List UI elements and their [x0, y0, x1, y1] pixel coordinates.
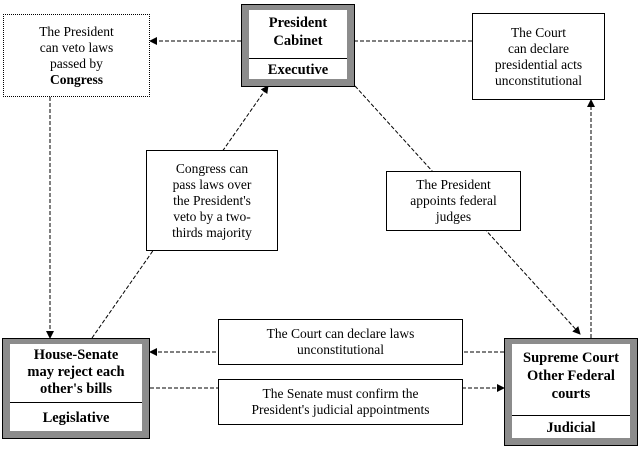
legislative-line: House-Senate [33, 347, 119, 363]
note-line: can veto laws [39, 39, 114, 55]
note-line: pass laws over [172, 176, 252, 192]
note-line: presidential acts [494, 56, 583, 72]
executive-label: Executive [249, 59, 347, 81]
judicial-line: Supreme Court [523, 350, 619, 366]
note-line: The President [416, 177, 491, 192]
note-line: passed by [50, 55, 103, 71]
note-line: The Senate must confirm the [262, 386, 419, 401]
judicial-box: Supreme Court Other Federal courts Judic… [504, 338, 638, 446]
note-line: thirds majority [172, 224, 252, 240]
note-line: The Court can declare laws [266, 326, 415, 341]
note-line: Congress [49, 71, 103, 87]
note-president-appoints: The President appoints federal judges [386, 171, 521, 231]
legislative-line: other's bills [39, 381, 113, 397]
note-line: The President [39, 23, 114, 39]
executive-line: Cabinet [273, 33, 323, 49]
note-line: can declare [507, 40, 570, 56]
legislative-members: House-Senate may reject each other's bil… [10, 344, 142, 405]
note-line: unconstitutional [297, 342, 384, 357]
note-line: The Court [510, 24, 567, 40]
note-president-veto: The President can veto laws passed by Co… [3, 14, 150, 97]
note-line: President's judicial appointments [251, 402, 430, 417]
note-senate-confirm: The Senate must confirm the President's … [218, 379, 463, 425]
judicial-label: Judicial [512, 416, 630, 440]
judicial-line: courts [551, 386, 591, 402]
judicial-members: Supreme Court Other Federal courts [512, 344, 630, 420]
note-court-declare-laws: The Court can declare laws unconstitutio… [218, 319, 463, 365]
legislative-box: House-Senate may reject each other's bil… [2, 338, 150, 439]
note-line: unconstitutional [495, 72, 582, 88]
arrow-exec-to-judicial [354, 85, 581, 335]
executive-box: President Cabinet Executive [241, 4, 355, 87]
executive-line: President [268, 15, 328, 31]
note-line: veto by a two- [173, 208, 251, 224]
executive-members: President Cabinet [249, 10, 347, 62]
note-court-presidential-acts: The Court can declare presidential acts … [472, 13, 605, 100]
note-line: appoints federal [410, 193, 497, 208]
legislative-label: Legislative [10, 403, 142, 433]
judicial-line: Other Federal [527, 368, 615, 384]
note-line: judges [435, 209, 472, 224]
note-line: the President's [173, 192, 251, 208]
legislative-line: may reject each [27, 364, 125, 380]
note-line: Congress can [175, 160, 249, 176]
note-congress-override: Congress can pass laws over the Presiden… [146, 150, 278, 251]
